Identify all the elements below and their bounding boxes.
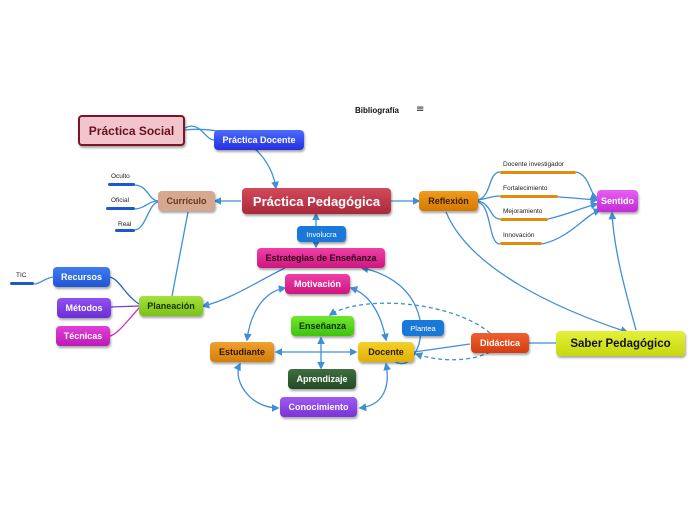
menu-icon[interactable]: ≡ — [416, 104, 425, 115]
link-planeacion-tecnicas — [109, 307, 140, 337]
node-plantea[interactable]: Plantea — [402, 320, 444, 336]
link-estudiante-conocimiento — [233, 362, 280, 412]
link-recursos-tic — [33, 276, 54, 285]
label-fortalecimiento: Fortalecimiento — [503, 185, 548, 192]
link-docente-didactica — [413, 343, 471, 353]
underline-oculto — [108, 183, 135, 186]
label-tic: TIC — [16, 272, 27, 279]
underline-tic — [10, 282, 34, 285]
link-didactica-docente-dashed — [414, 351, 491, 361]
node-aprendizaje[interactable]: Aprendizaje — [288, 369, 356, 389]
link-reflexion-mej — [477, 200, 501, 220]
node-practica-social[interactable]: Práctica Social — [78, 115, 185, 146]
node-estrategias[interactable]: Estrategias de Enseñanza — [257, 248, 385, 268]
link-planeacion-recursos — [109, 276, 140, 305]
link-docinv-sentido — [575, 171, 599, 200]
underline-real — [115, 229, 135, 232]
label-mejoramiento: Mejoramiento — [503, 208, 543, 215]
node-conocimiento[interactable]: Conocimiento — [280, 397, 357, 417]
node-recursos[interactable]: Recursos — [53, 267, 110, 287]
underline-docente-investigador — [500, 171, 576, 174]
link-motivacion-docente — [349, 286, 389, 342]
link-estrategias-docente — [360, 265, 422, 365]
node-didactica[interactable]: Didáctica — [471, 333, 529, 353]
node-reflexion[interactable]: Reflexión — [419, 191, 478, 211]
label-oficial: Oficial — [111, 197, 130, 204]
link-saber-sentido — [608, 211, 637, 331]
node-saber-pedagogico[interactable]: Saber Pedagógico — [556, 331, 685, 356]
link-mej-sentido — [547, 201, 599, 220]
node-motivacion[interactable]: Motivación — [285, 274, 350, 294]
label-docente-investigador: Docente investigador — [503, 161, 565, 168]
link-reflexion-saber — [445, 211, 629, 334]
underline-fortalecimiento — [500, 195, 558, 198]
node-metodos[interactable]: Métodos — [57, 298, 111, 318]
link-reflexion-innov — [477, 201, 501, 245]
link-reflexion-fort — [477, 195, 501, 201]
node-estudiante[interactable]: Estudiante — [210, 342, 274, 362]
node-sentido[interactable]: Sentido — [597, 190, 638, 212]
node-docente[interactable]: Docente — [358, 342, 414, 362]
node-tecnicas[interactable]: Técnicas — [56, 326, 110, 346]
label-innovacion: Innovación — [503, 232, 535, 239]
node-ensenanza[interactable]: Enseñanza — [291, 316, 354, 336]
bibliography-link[interactable]: Bibliografía — [355, 106, 400, 115]
underline-oficial — [106, 207, 135, 210]
node-involucra[interactable]: Involucra — [297, 226, 346, 242]
link-planeacion-metodos — [110, 305, 140, 308]
link-curriculo-real — [133, 201, 159, 231]
label-oculto: Oculto — [111, 173, 130, 180]
node-curriculo[interactable]: Currículo — [158, 191, 215, 211]
link-reflexion-docinv — [477, 171, 501, 201]
label-real: Real — [118, 221, 132, 228]
link-docente-conocimiento — [358, 362, 391, 412]
link-curriculo-planeacion — [171, 211, 189, 297]
link-estrategias-planeacion — [201, 267, 286, 309]
link-motivacion-estudiante — [243, 285, 287, 342]
link-social-docente — [184, 125, 215, 141]
underline-mejoramiento — [500, 218, 548, 221]
node-practica-pedagogica[interactable]: Práctica Pedagógica — [242, 188, 391, 214]
link-curriculo-oculto — [133, 184, 159, 202]
link-curriculo-oficial — [133, 200, 159, 210]
node-practica-docente[interactable]: Práctica Docente — [214, 130, 304, 150]
link-innov-sentido — [541, 208, 602, 245]
node-planeacion[interactable]: Planeación — [139, 296, 203, 316]
underline-innovacion — [500, 242, 542, 245]
